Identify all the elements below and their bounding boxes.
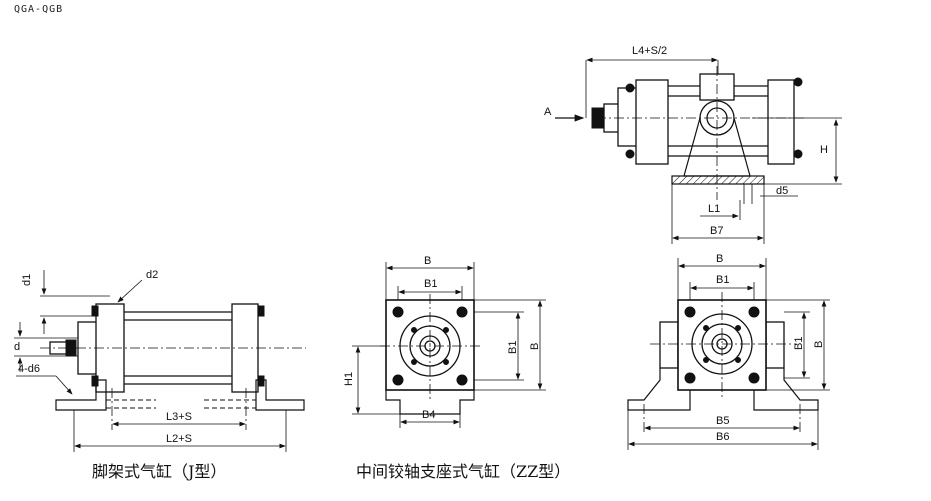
dim-d2: d2 — [146, 269, 158, 281]
foot-mount-front-view: B B1 B1 B — [343, 255, 546, 428]
dim-b1-trunnion-side: B1 — [793, 337, 805, 350]
view-a-label: A — [544, 106, 552, 118]
dim-b1-side: B1 — [507, 341, 519, 354]
dim-h1: H1 — [343, 372, 355, 386]
dim-b7: B7 — [710, 225, 723, 237]
dim-d5: d5 — [776, 185, 788, 197]
dim-b6: B6 — [716, 431, 729, 443]
model-code: QGA-QGB — [14, 4, 64, 15]
dim-b-front: B — [424, 255, 431, 267]
dim-d1: d1 — [21, 274, 33, 286]
trunnion-front-view: B B1 B1 B — [627, 253, 830, 450]
dim-b-side: B — [529, 343, 541, 350]
dim-l1: L1 — [708, 203, 720, 215]
dim-d: d — [14, 341, 20, 353]
dim-d6: 4-d6 — [18, 363, 40, 375]
trunnion-side-view: L4+S/2 A H — [544, 45, 842, 244]
foot-mount-side-view: d1 d2 d 4-d6 — [14, 269, 306, 452]
caption-foot-mount: 脚架式气缸（J型） — [92, 462, 227, 481]
dim-l4-s2: L4+S/2 — [632, 45, 667, 57]
dim-b4: B4 — [422, 409, 435, 421]
caption-trunnion-mount: 中间铰轴支座式气缸（ZZ型） — [356, 462, 571, 481]
dim-h: H — [820, 144, 828, 156]
dim-b5: B5 — [716, 415, 729, 427]
dim-b-trunnion: B — [716, 253, 723, 265]
dim-b1-trunnion: B1 — [716, 274, 729, 286]
dim-b-trunnion-side: B — [813, 341, 825, 348]
dim-l2-s: L2+S — [166, 433, 192, 445]
dim-b1-front: B1 — [424, 278, 437, 290]
dim-l3-s: L3+S — [166, 411, 192, 423]
